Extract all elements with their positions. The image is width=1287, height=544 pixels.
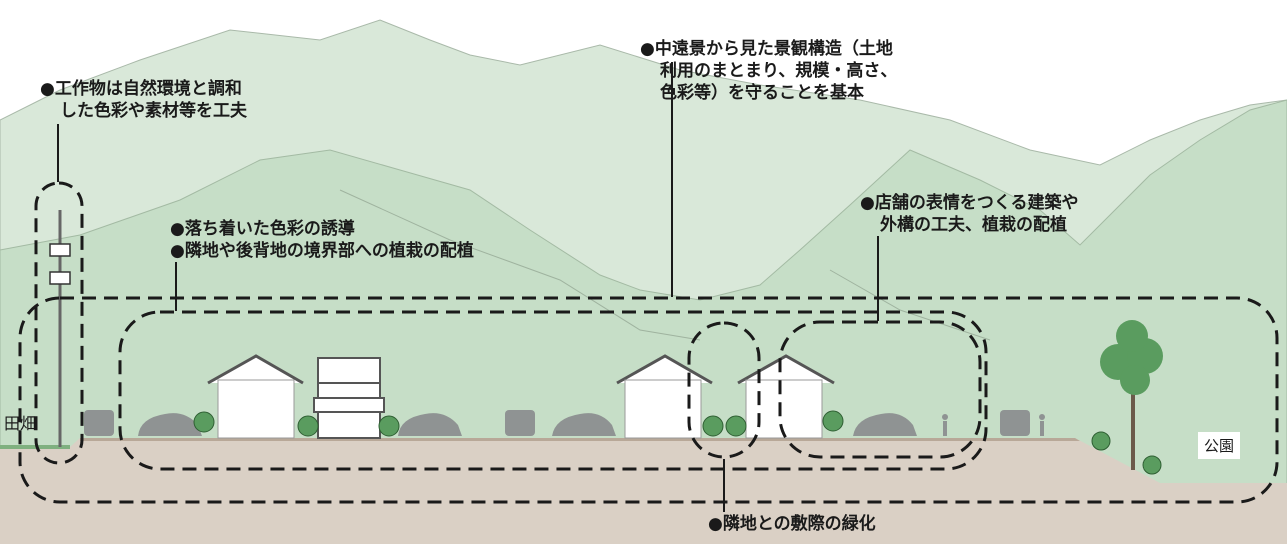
car-side-3 <box>552 413 616 436</box>
shrub-8 <box>1142 455 1162 475</box>
dashed-boundaries <box>18 181 1279 504</box>
annotation-greening: ●隣地との敷際の緑化 <box>708 514 876 534</box>
park-tree <box>1100 320 1163 470</box>
car-front-1 <box>84 410 114 436</box>
mountain-ridge-line <box>339 189 991 341</box>
shrub-4 <box>702 415 724 437</box>
shrub-7 <box>1091 431 1111 451</box>
annotation-structures-line-1: ●工作物は自然環境と調和 <box>40 79 242 99</box>
shrub-2 <box>297 415 319 437</box>
house-left <box>207 354 304 439</box>
storefront-boundary <box>778 320 982 459</box>
shrub-5 <box>725 415 747 437</box>
structure-boundary <box>34 181 84 465</box>
house-right <box>737 354 835 439</box>
annotation-landscape-line-3: 色彩等）を守ることを基本 <box>660 83 864 103</box>
farmland-label: 田畑 <box>4 414 37 433</box>
annotation-storefront-line-1: ●店舗の表情をつくる建築や <box>860 193 1079 213</box>
car-side-4 <box>853 413 917 436</box>
landscape-boundary <box>18 296 1279 504</box>
utility-pole <box>49 210 71 447</box>
annotation-colors-line-2: ●隣地や後背地の境界部への植栽の配植 <box>170 241 474 261</box>
apartment-building <box>313 357 385 439</box>
annotation-colors: ●落ち着いた色彩の誘導 ●隣地や後背地の境界部への植栽の配植 <box>170 218 474 262</box>
colors-boundary <box>118 310 988 471</box>
annotation-landscape-line-2: 利用のまとまり、規模・高さ、 <box>660 61 898 81</box>
pedestrian-2 <box>1039 414 1045 420</box>
car-front-2 <box>505 410 535 436</box>
shrub-1 <box>193 411 215 433</box>
pedestrian-1-body <box>943 421 947 436</box>
greening-boundary <box>687 321 761 459</box>
pedestrian-2-body <box>1040 421 1044 436</box>
car-side-2 <box>398 413 462 436</box>
annotation-structures-line-2: した色彩や素材等を工夫 <box>60 101 247 121</box>
pedestrian-1 <box>942 414 948 420</box>
ground <box>0 438 1287 544</box>
car-group <box>84 410 1030 436</box>
annotation-storefront: ●店舗の表情をつくる建築や 外構の工夫、植栽の配植 <box>860 192 1079 236</box>
annotation-landscape-line-1: ●中遠景から見た景観構造（土地 <box>640 39 893 59</box>
leader-lines <box>57 62 879 512</box>
annotation-storefront-line-2: 外構の工夫、植栽の配植 <box>880 215 1067 235</box>
annotation-landscape: ●中遠景から見た景観構造（土地 利用のまとまり、規模・高さ、 色彩等）を守ること… <box>640 38 897 104</box>
park-label: 公園 <box>1198 432 1241 459</box>
shrubs <box>193 410 1162 475</box>
annotation-structures: ●工作物は自然環境と調和 した色彩や素材等を工夫 <box>40 78 247 122</box>
pedestrians <box>942 414 1045 436</box>
shrub-6 <box>822 410 844 432</box>
car-side-1 <box>138 413 202 436</box>
shrub-3 <box>378 415 400 437</box>
car-front-3 <box>1000 410 1030 436</box>
annotation-colors-line-1: ●落ち着いた色彩の誘導 <box>170 219 355 239</box>
